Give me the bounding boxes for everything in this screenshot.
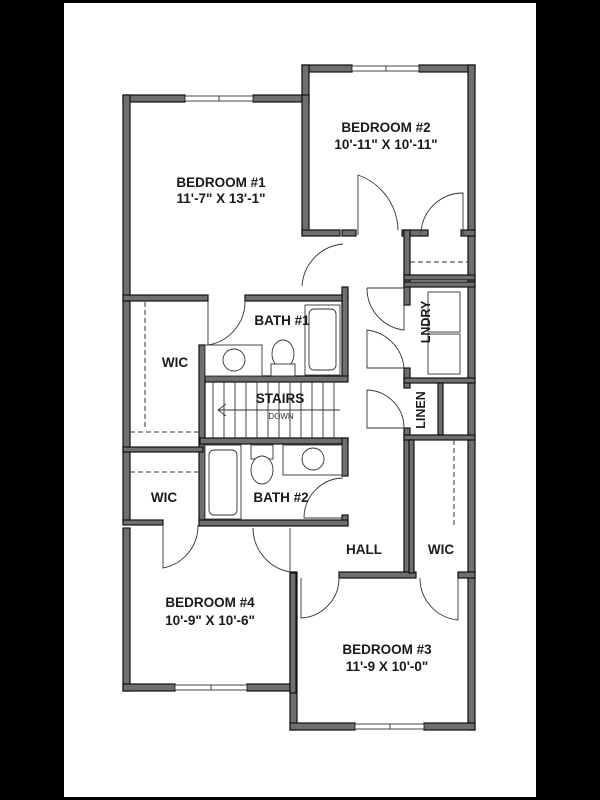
bedroom4-size: 10'-9" X 10'-6" <box>165 613 255 628</box>
stairs-direction: DOWN <box>268 412 294 421</box>
bath2-name: BATH #2 <box>253 490 308 505</box>
bedroom1-name: BEDROOM #1 <box>176 175 266 190</box>
bedroom3-size: 11'-9 X 10'-0" <box>346 659 429 674</box>
hall-name: HALL <box>346 542 382 557</box>
laundry-name: LNDRY <box>419 300 433 343</box>
bedroom4-name: BEDROOM #4 <box>165 595 255 610</box>
dryer-icon <box>427 333 461 375</box>
wic3-name: WIC <box>428 542 454 557</box>
sink-icon <box>222 348 246 372</box>
sink-icon <box>301 447 325 471</box>
bedroom2-size: 10'-11" X 10'-11" <box>334 137 437 152</box>
doors <box>162 174 464 621</box>
bedroom3-name: BEDROOM #3 <box>342 642 432 657</box>
floor-plan-paper <box>64 3 536 797</box>
bath1-name: BATH #1 <box>254 313 310 328</box>
wic2-name: WIC <box>151 490 177 505</box>
wic1-name: WIC <box>162 355 188 370</box>
stairs-name: STAIRS <box>256 391 305 406</box>
bedroom2-name: BEDROOM #2 <box>341 120 430 135</box>
toilet-icon <box>250 455 274 485</box>
room-labels: BEDROOM #1 11'-7" X 13'-1" BEDROOM #2 10… <box>151 120 454 674</box>
exterior-walls <box>122 64 476 731</box>
windows <box>174 65 425 730</box>
fixtures <box>130 261 468 525</box>
washer-icon <box>427 291 461 333</box>
stair-arrow-icon <box>217 403 340 417</box>
linen-name: LINEN <box>414 391 428 429</box>
bedroom1-size: 11'-7" X 13'-1" <box>176 191 265 206</box>
